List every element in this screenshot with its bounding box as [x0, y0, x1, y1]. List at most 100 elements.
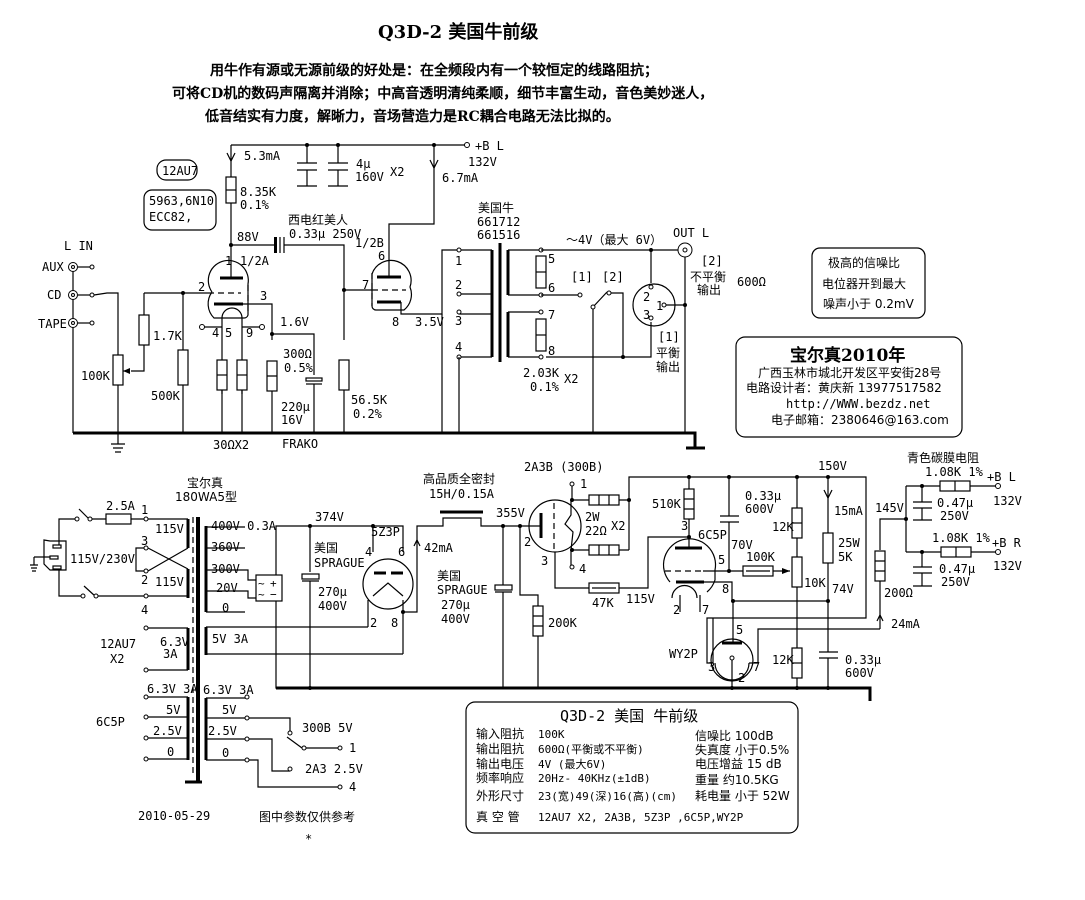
svg-text:25W: 25W	[838, 536, 860, 550]
rect-winding-label: 5V 3A	[212, 632, 249, 646]
svg-text:5: 5	[548, 252, 555, 266]
svg-text:70V: 70V	[731, 538, 753, 552]
date: 2010-05-29	[138, 809, 210, 823]
svg-text:0.33μ: 0.33μ	[745, 489, 781, 503]
pin-1a: 1	[225, 254, 232, 268]
svg-text:115V: 115V	[626, 592, 655, 606]
mains-label: 115V/230V	[70, 552, 135, 566]
svg-text:2: 2	[141, 573, 148, 587]
plate-resistor-value: 8.35K	[240, 185, 277, 199]
output-selector-switch[interactable]	[590, 290, 624, 433]
spec-key-1: 输出阻抗	[476, 741, 524, 756]
tube-2a3b: 2A3B (300B) 1 2 3 4	[524, 460, 603, 576]
svg-text:1.08K 1%: 1.08K 1%	[925, 465, 984, 479]
load-r-value: 2.03K	[523, 366, 560, 380]
power-switch-2[interactable]	[83, 585, 96, 597]
pin-5a: 5	[225, 326, 232, 340]
credit-box: 宝尔真2010年 广西玉林市城北开发区平安街28号 电路设计者：黄庆新 1397…	[735, 336, 963, 438]
svg-text:不平衡: 不平衡	[690, 270, 726, 284]
output-transformer: 美国牛 661712 661516 1 2 3 4 5 6 7 8 2.03K …	[441, 200, 578, 433]
potentiometer-10k[interactable]	[791, 556, 803, 588]
heater-select-switch[interactable]	[286, 730, 343, 790]
bplus-r-terminal[interactable]	[995, 549, 1001, 555]
grid-r-value: 56.5K	[351, 393, 388, 407]
tube-label: 12AU7	[162, 164, 198, 178]
spec-key-3: 频率响应	[476, 770, 524, 785]
svg-text:74V: 74V	[832, 582, 854, 596]
cathode-cap-value: 220μ	[281, 400, 310, 414]
svg-text:X2: X2	[110, 652, 124, 666]
current-arrow-15ma	[823, 489, 833, 500]
svg-text:5: 5	[718, 553, 725, 567]
svg-text:4: 4	[349, 780, 356, 794]
svg-text:2: 2	[673, 603, 680, 617]
pin-9a: 9	[246, 326, 253, 340]
svg-text:5V: 5V	[222, 703, 236, 717]
svg-text:1: 1	[141, 503, 148, 517]
input-aux[interactable]: AUX	[42, 260, 95, 274]
bplus-voltage: 132V	[468, 155, 497, 169]
svg-text:AUX: AUX	[42, 260, 64, 274]
cathode-cap-brand: FRAKO	[282, 437, 318, 451]
volume-pot[interactable]	[112, 354, 124, 386]
power-switch-1[interactable]	[78, 508, 90, 520]
input-selector[interactable]	[93, 292, 119, 433]
heater-r-label: 30ΩX2	[213, 438, 249, 452]
svg-text:4: 4	[579, 562, 586, 576]
switch-label-1: [1]	[571, 270, 593, 284]
input-tape[interactable]: TAPE	[38, 317, 95, 331]
svg-text:600V: 600V	[845, 666, 874, 680]
svg-text:2: 2	[738, 671, 745, 685]
svg-text:360V: 360V	[211, 540, 240, 554]
svg-text:电路设计者：黄庆新 13977517582: 电路设计者：黄庆新 13977517582	[746, 380, 942, 395]
input-cd[interactable]: CD	[47, 288, 95, 302]
spec-value-4: 23(宽)49(深)16(高)(cm)	[538, 789, 677, 803]
svg-text:145V: 145V	[875, 501, 904, 515]
svg-text:0.47μ: 0.47μ	[939, 562, 975, 576]
tube-5z3p: 5Z3P 4 6 2 8	[362, 525, 414, 630]
svg-text:6: 6	[548, 281, 555, 295]
svg-text:SPRAGUE: SPRAGUE	[437, 583, 488, 597]
svg-text:3: 3	[455, 314, 462, 328]
psu-section: 宝尔真 180WA5型 115V/230V 2.5A 1 3 2 4 115V …	[30, 451, 1022, 794]
svg-text:6.3V: 6.3V	[160, 635, 189, 649]
svg-text:5K: 5K	[838, 550, 853, 564]
spec-right-3: 重量 约10.5KG	[695, 772, 779, 787]
svg-text:0.33μ: 0.33μ	[845, 653, 881, 667]
bplus-terminal[interactable]	[464, 142, 470, 148]
svg-text:−: −	[270, 588, 277, 601]
svg-text:CD: CD	[47, 288, 61, 302]
load-r-count: X2	[564, 372, 578, 386]
pin-6b: 6	[378, 249, 385, 263]
svg-text:7: 7	[548, 308, 555, 322]
cathode-voltage-a: 1.6V	[280, 315, 309, 329]
svg-text:6C5P: 6C5P	[698, 528, 727, 542]
spec-right-1: 失真度 小于0.5%	[695, 742, 789, 757]
tube-equiv-box	[143, 189, 217, 231]
svg-text:132V: 132V	[993, 559, 1022, 573]
iec-mains-socket[interactable]	[30, 539, 67, 572]
svg-text:6.3V 3A: 6.3V 3A	[203, 683, 254, 697]
bypass-cap-voltage: 160V	[355, 170, 384, 184]
pin-4a: 4	[212, 326, 219, 340]
svg-text:300B 5V: 300B 5V	[302, 721, 353, 735]
svg-text:X2: X2	[611, 519, 625, 533]
tube-12au7-a: 1 1/2A 2 3 4 5 9	[198, 245, 273, 360]
specs-title: Q3D-2 美国 牛前级	[560, 707, 698, 725]
spec-key-2: 输出电压	[476, 756, 524, 771]
coupling-cap-value: 0.33μ 250V	[289, 227, 361, 241]
xlr-connector[interactable]: 2 1 3	[632, 283, 676, 327]
svg-text:2A3 2.5V: 2A3 2.5V	[305, 762, 363, 776]
rca-output-l[interactable]	[677, 242, 693, 258]
tube-equiv-1: 5963,6N10	[149, 194, 214, 208]
pin-2a: 2	[198, 280, 205, 294]
svg-text:7: 7	[702, 603, 709, 617]
svg-text:47K: 47K	[592, 596, 614, 610]
svg-text:150V: 150V	[818, 459, 847, 473]
bplus-l-terminal[interactable]	[995, 483, 1001, 489]
carbon-title: 青色碳膜电阻	[907, 451, 979, 465]
svg-text:250V: 250V	[940, 509, 969, 523]
svg-text:美国: 美国	[314, 541, 338, 555]
pin-3a: 3	[260, 289, 267, 303]
